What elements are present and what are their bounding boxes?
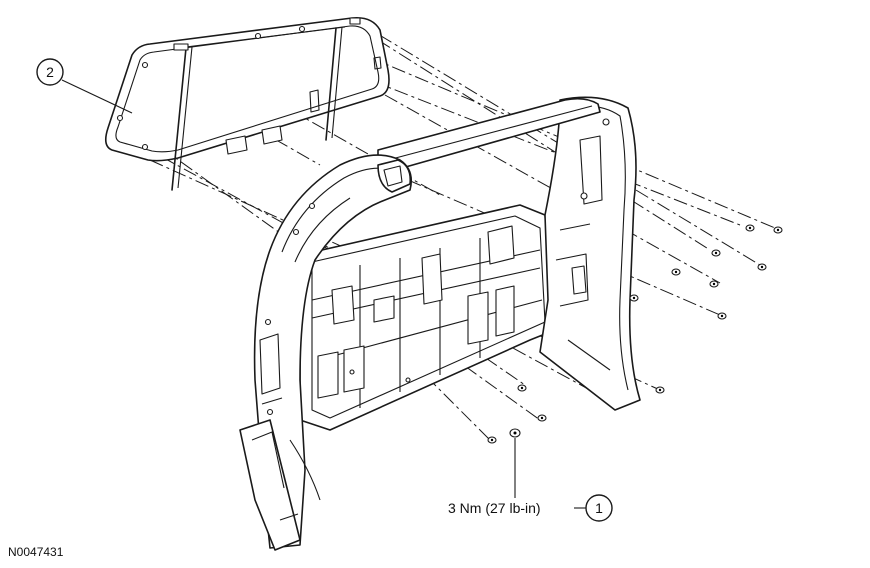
- nut: [537, 414, 547, 422]
- nut: [709, 280, 719, 288]
- nut: [487, 436, 497, 444]
- callout-1-label: 1: [595, 500, 603, 516]
- nut: [711, 249, 721, 257]
- right-c-pillar: [539, 96, 641, 411]
- callout-2-label: 2: [46, 64, 54, 80]
- nut: [773, 226, 783, 234]
- nut: [671, 268, 681, 276]
- cab-back-panel: [299, 204, 556, 431]
- nut: [757, 263, 767, 271]
- torque-specification: 3 Nm (27 lb-in): [448, 500, 541, 516]
- nut: [717, 312, 727, 320]
- rear-window-glass: [104, 16, 390, 191]
- nut: [655, 386, 665, 394]
- figure-reference: N0047431: [8, 545, 64, 559]
- callout-2: 2: [36, 58, 133, 114]
- left-c-pillar: [239, 154, 413, 551]
- fastener-nuts: [487, 224, 783, 444]
- nut: [745, 224, 755, 232]
- nut: [509, 428, 521, 438]
- nut: [629, 294, 639, 302]
- callout-1: 3 Nm (27 lb-in) 1: [448, 438, 613, 522]
- nut: [517, 384, 527, 392]
